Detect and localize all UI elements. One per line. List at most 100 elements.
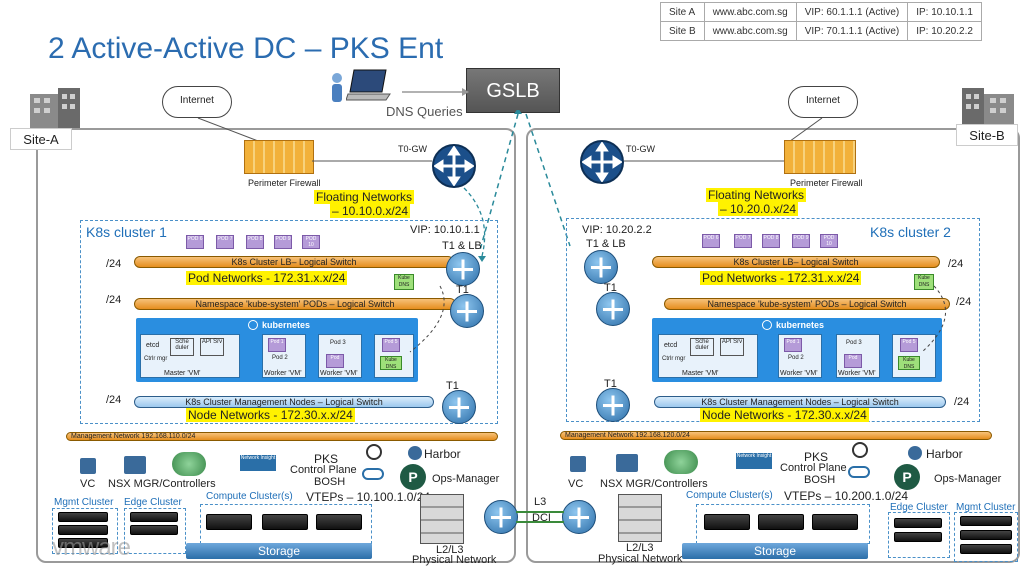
network-insight-icon: Network Insight: [240, 455, 276, 471]
kube-dns-label: Kube DNS: [385, 357, 397, 370]
table-cell: Site B: [660, 21, 705, 41]
server-icon: [960, 544, 1012, 554]
pks-label: PKS: [804, 450, 829, 464]
mgmt-cluster-label: Mgmt Cluster: [956, 502, 1016, 513]
gslb-links: [479, 110, 571, 251]
kubernetes-label: kubernetes: [262, 320, 311, 330]
building-icon: [952, 88, 1022, 128]
dashed-link: [409, 285, 445, 353]
harbor-label: Harbor: [424, 447, 461, 461]
kubernetes-icon: [248, 320, 258, 330]
mgmt-logical-switch: K8s Cluster Management Nodes – Logical S…: [654, 396, 946, 408]
server-icon: [812, 514, 858, 530]
vc-label: VC: [80, 478, 96, 490]
pod-networks-label: Pod Networks - 172.31.x.x/24: [186, 271, 348, 285]
firewall-label: Perimeter Firewall: [248, 178, 321, 188]
scheduler-box: Sche duler: [690, 338, 714, 356]
datacenter-b: [526, 128, 1020, 563]
management-network-bar: Management Network 192.168.110.0/24: [66, 432, 498, 441]
worker-vm-label: Worker 'VM': [780, 370, 818, 377]
dci-router-icon: [484, 500, 518, 534]
vmware-logo: vmware: [52, 534, 131, 561]
subnet-mask: /24: [954, 396, 970, 408]
scheduler-box: Sche duler: [170, 338, 194, 356]
worker-vm-label: Worker 'VM': [320, 370, 358, 377]
floating-networks-range: – 10.10.0.x/24: [330, 204, 411, 218]
server-icon: [758, 514, 804, 530]
worker-vm-label: Worker 'VM': [264, 370, 302, 377]
internet-label: Internet: [806, 95, 840, 106]
vc-label: VC: [568, 478, 584, 490]
scheduler-label: Sche duler: [695, 339, 709, 351]
controller-label: Ctrlr mgr: [662, 356, 686, 362]
t1-label: T1: [446, 380, 459, 392]
server-icon: [130, 512, 178, 522]
floating-networks-label: Floating Networks: [314, 190, 415, 204]
ops-manager-icon: P: [400, 464, 426, 490]
t1-lb-router-icon: [584, 250, 618, 284]
dns-arrow: [402, 88, 469, 96]
server-icon: [58, 525, 108, 535]
table-cell: www.abc.com.sg: [703, 21, 797, 41]
master-vm: [658, 334, 758, 378]
datacenter-a: [36, 128, 516, 563]
building-icon: [18, 88, 88, 128]
api-server-box: API Srv: [200, 338, 224, 356]
bosh-label: BOSH: [804, 474, 836, 486]
kube-dns-label: Kube DNS: [918, 275, 930, 288]
t0-link: [312, 160, 432, 162]
internet-label: Internet: [180, 95, 214, 106]
kube-dns-icon: Kube DNS: [914, 274, 934, 290]
pod-icon: Pod 1: [784, 338, 802, 352]
subnet-mask: /24: [956, 296, 972, 308]
cluster-title: K8s cluster 1: [86, 224, 167, 240]
server-icon: [58, 512, 108, 522]
control-plane-label: Control Plane: [780, 462, 847, 474]
compute-cluster-label: Compute Cluster(s): [686, 490, 773, 501]
ops-manager-icon: P: [894, 464, 920, 490]
lb-logical-switch: K8s Cluster LB– Logical Switch: [652, 256, 940, 268]
switch-icon: [618, 494, 662, 542]
mgmt-logical-switch: K8s Cluster Management Nodes – Logical S…: [134, 396, 434, 408]
l2-l3-label: L2/L3: [436, 544, 464, 556]
server-icon: [58, 538, 108, 548]
master-vm-label: Master 'VM': [164, 370, 201, 377]
t1-label: T1: [456, 284, 469, 296]
lb-logical-switch: K8s Cluster LB– Logical Switch: [134, 256, 454, 268]
firewall-icon: [784, 140, 856, 174]
floating-networks-label: Floating Networks: [706, 188, 807, 202]
kube-dns-icon: Kube DNS: [380, 356, 402, 370]
pks-icon: [366, 444, 382, 460]
dashed-link: [921, 285, 947, 353]
subnet-mask: /24: [106, 294, 122, 306]
vip-label: VIP: 10.20.2.2: [582, 224, 652, 236]
site-name: Site-A: [23, 132, 59, 147]
nsx-icon: [616, 454, 638, 472]
kube-dns-label: Kube DNS: [398, 275, 410, 288]
pod-label: Pod 3: [846, 340, 862, 346]
network-insight-icon: Network Insight: [736, 453, 772, 469]
pod-label: Pod 2: [272, 355, 288, 361]
pod-icon: POD 6: [702, 234, 720, 248]
t0-label: T0-GW: [398, 144, 427, 154]
api-server-label: API Srv: [721, 339, 743, 345]
t0-label: T0-GW: [626, 144, 655, 154]
edge-cluster-label: Edge Cluster: [124, 497, 182, 508]
edge-cluster-box: [124, 508, 186, 554]
server-icon: [704, 514, 750, 530]
server-icon: [960, 516, 1012, 526]
floating-networks-range: – 10.20.0.x/24: [718, 202, 799, 216]
dci-router-icon: [562, 500, 596, 534]
server-icon: [206, 514, 252, 530]
pks-label: PKS: [314, 452, 339, 466]
bosh-icon: [362, 468, 384, 480]
t0-link: [624, 160, 784, 162]
pod-icon: POD 8: [762, 234, 780, 248]
pod-icon: Pod: [844, 354, 862, 368]
floating-arrow: [463, 187, 486, 262]
vc-icon: [570, 456, 586, 472]
server-icon: [960, 530, 1012, 540]
kube-dns-icon: Kube DNS: [394, 274, 414, 290]
storage-bar: Storage: [186, 543, 372, 559]
table-cell: Site A: [660, 2, 705, 22]
